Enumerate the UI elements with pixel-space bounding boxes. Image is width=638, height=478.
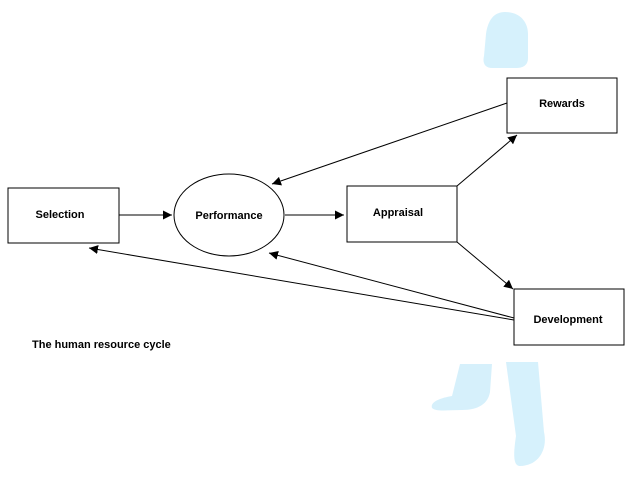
diagram-caption: The human resource cycle [32, 339, 171, 351]
node-appraisal-box [346, 185, 458, 243]
node-performance-ellipse [173, 173, 285, 257]
edge-appraisal-to-rewards [456, 134, 518, 187]
node-performance-label: Performance [195, 210, 262, 222]
edge-development-to-selection [88, 245, 515, 321]
figure-right-leg [506, 362, 545, 466]
node-development-label: Development [533, 314, 602, 326]
node-selection: Selection [7, 187, 120, 244]
diagram-edges [88, 102, 518, 321]
node-selection-label: Selection [36, 209, 85, 221]
node-rewards: Rewards [506, 77, 618, 134]
node-selection-box [7, 187, 120, 244]
node-development-box [513, 288, 625, 346]
edge-rewards-to-performance [271, 102, 508, 186]
node-rewards-label: Rewards [539, 98, 585, 110]
edge-appraisal-to-development [456, 241, 514, 290]
figure-left-leg [431, 364, 492, 411]
background-person-figure [431, 12, 545, 466]
edge-development-to-performance [268, 250, 515, 319]
node-performance: Performance [173, 173, 285, 257]
node-rewards-box [506, 77, 618, 134]
node-development: Development [513, 288, 625, 346]
node-appraisal: Appraisal [346, 185, 458, 243]
node-appraisal-label: Appraisal [373, 207, 423, 219]
figure-head [483, 12, 528, 68]
